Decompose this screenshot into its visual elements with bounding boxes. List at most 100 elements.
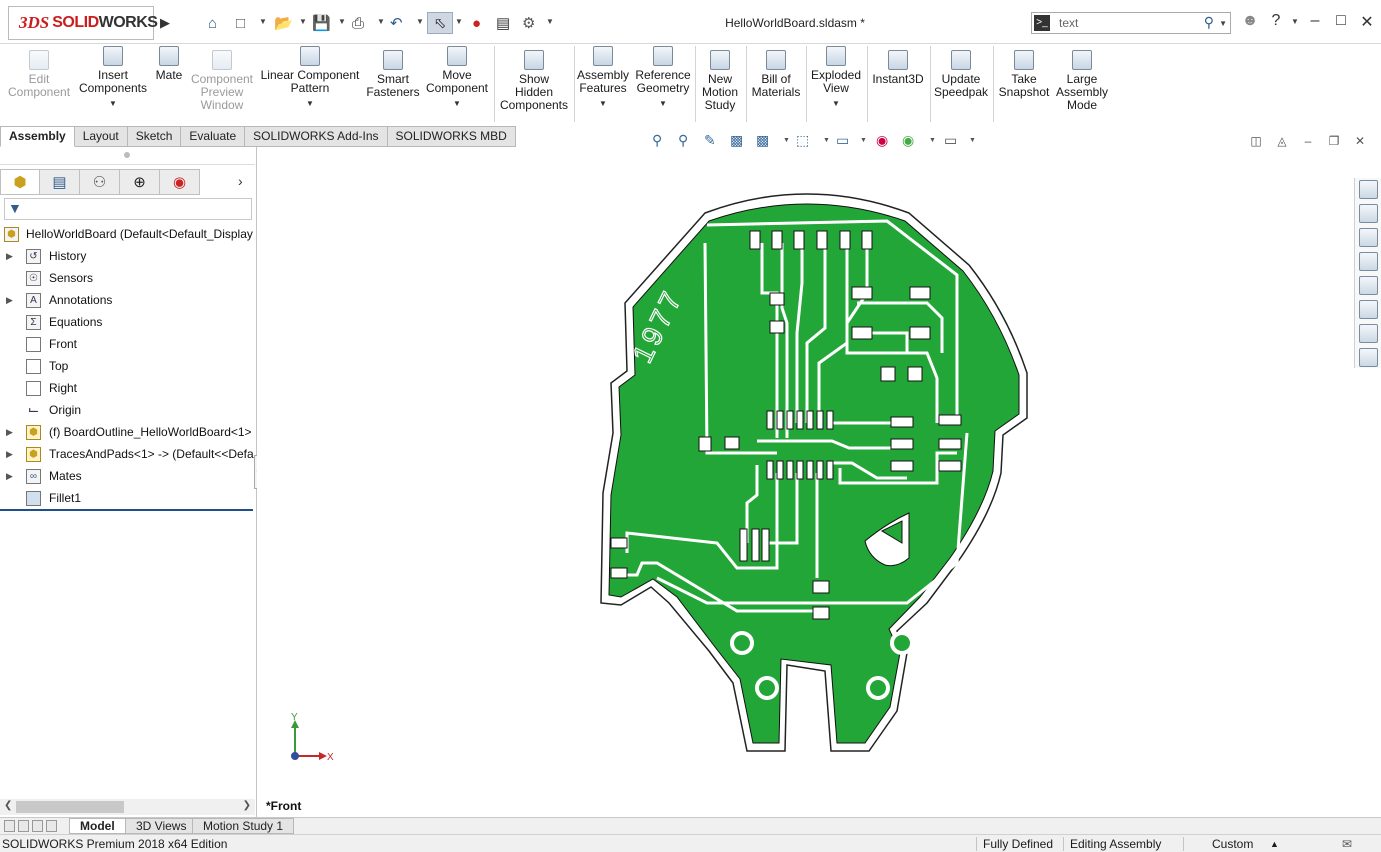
feature-tree-filter[interactable]: ▼ — [4, 198, 252, 220]
display-style-dropdown-icon[interactable]: ▼ — [860, 137, 867, 144]
save-icon[interactable]: 💾 — [312, 15, 331, 32]
view-settings-icon[interactable]: ▭ — [944, 132, 958, 148]
edit-appearance-icon[interactable]: ◉ — [876, 132, 889, 148]
maximize-icon[interactable]: □ — [1336, 12, 1346, 29]
expand-arrow-icon[interactable]: ▶ — [6, 251, 13, 261]
appearances-icon[interactable] — [1359, 276, 1378, 295]
apply-scene-icon[interactable]: ◉ — [902, 132, 915, 148]
view-settings-dropdown-icon[interactable]: ▼ — [969, 137, 976, 144]
expand-arrow-icon[interactable]: ▶ — [6, 471, 13, 481]
large-assembly-mode-button[interactable]: Large Assembly Mode — [1055, 50, 1109, 112]
scene-dropdown-icon[interactable]: ▼ — [929, 137, 936, 144]
instant3d-button[interactable]: Instant3D — [870, 50, 926, 86]
assembly-features-button[interactable]: Assembly Features▼ — [576, 46, 630, 110]
design-library-icon[interactable] — [1359, 204, 1378, 223]
tree-item-front-plane[interactable]: Front — [0, 333, 255, 355]
display-manager-tab[interactable]: ◉ — [160, 169, 200, 195]
reference-geometry-dropdown-icon[interactable]: ▼ — [659, 99, 667, 108]
manager-tabs-scroll-icon[interactable]: › — [238, 173, 243, 189]
tree-item-traces-and-pads[interactable]: ▶ ⬢ TracesAndPads<1> -> (Default<<Defa — [0, 443, 255, 465]
take-snapshot-button[interactable]: Take Snapshot — [997, 50, 1051, 99]
unit-system-dropdown-icon[interactable]: ▲ — [1270, 839, 1279, 849]
tab-motion-study-1[interactable]: Motion Study 1 — [192, 818, 295, 834]
section-view-icon[interactable]: ▩ — [730, 132, 744, 148]
tile-right-icon[interactable]: ◬ — [1277, 134, 1287, 148]
close-icon[interactable]: ✕ — [1360, 14, 1374, 31]
previous-view-icon[interactable]: ✎ — [704, 132, 716, 148]
custom-properties-icon[interactable] — [1359, 300, 1378, 319]
show-hidden-components-button[interactable]: Show Hidden Components — [498, 50, 570, 112]
zoom-to-fit-icon[interactable]: ⚲ — [652, 132, 663, 148]
insert-components-button[interactable]: Insert Components▼ — [78, 46, 148, 110]
tree-item-fillet1[interactable]: Fillet1 — [0, 487, 255, 509]
unit-system-selector[interactable]: Custom — [1212, 837, 1254, 851]
last-tab-icon[interactable] — [46, 820, 57, 832]
feature-manager-tab[interactable]: ⬢ — [0, 169, 40, 195]
insert-components-dropdown-icon[interactable]: ▼ — [109, 99, 117, 108]
tab-3d-views[interactable]: 3D Views — [125, 818, 198, 834]
tree-item-annotations[interactable]: ▶ A Annotations — [0, 289, 255, 311]
scroll-right-icon[interactable]: ❯ — [242, 800, 251, 811]
reference-geometry-button[interactable]: Reference Geometry▼ — [634, 46, 692, 110]
expand-arrow-icon[interactable]: ▶ — [6, 427, 13, 437]
doc-restore-icon[interactable]: ❐ — [1328, 134, 1340, 148]
view-palette-icon[interactable] — [1359, 252, 1378, 271]
search-dropdown-icon[interactable]: ▼ — [1219, 19, 1227, 28]
tree-item-right-plane[interactable]: Right — [0, 377, 255, 399]
user-icon[interactable]: ☻ — [1241, 12, 1259, 29]
options-gear-icon[interactable]: ⚙ — [522, 15, 536, 32]
new-document-icon[interactable]: □ — [236, 14, 246, 32]
expand-menu-icon[interactable]: ▶ — [160, 15, 170, 30]
home-icon[interactable]: ⌂ — [208, 14, 218, 32]
file-properties-icon[interactable]: ▤ — [496, 15, 511, 32]
tree-root-assembly[interactable]: ⬢ HelloWorldBoard (Default<Default_Displ… — [0, 223, 255, 245]
solidworks-forum-icon[interactable] — [1359, 348, 1378, 367]
tree-item-top-plane[interactable]: Top — [0, 355, 255, 377]
print-icon[interactable]: ⎙ — [352, 14, 365, 32]
tab-evaluate[interactable]: Evaluate — [181, 126, 246, 147]
linear-pattern-dropdown-icon[interactable]: ▼ — [306, 99, 314, 108]
tab-solidworks-addins[interactable]: SOLIDWORKS Add-Ins — [245, 126, 388, 147]
mate-button[interactable]: Mate — [153, 46, 185, 82]
display-style-icon[interactable]: ▭ — [836, 132, 850, 148]
file-explorer-icon[interactable] — [1359, 228, 1378, 247]
tab-solidworks-mbd[interactable]: SOLIDWORKS MBD — [387, 126, 516, 147]
move-component-button[interactable]: Move Component▼ — [424, 46, 490, 110]
scrollbar-thumb[interactable] — [16, 801, 124, 813]
edit-component-button[interactable]: Edit Component — [8, 50, 70, 99]
rollback-bar[interactable] — [0, 509, 253, 511]
help-dropdown-icon[interactable]: ▼ — [1291, 17, 1299, 26]
tab-sketch[interactable]: Sketch — [127, 126, 182, 147]
search-icon[interactable]: ⚲ — [1203, 14, 1214, 30]
first-tab-icon[interactable] — [4, 820, 15, 832]
tab-model[interactable]: Model — [69, 818, 126, 834]
scroll-left-icon[interactable]: ❮ — [4, 800, 13, 811]
horizontal-scrollbar[interactable]: ❮ ❯ — [0, 799, 255, 815]
tab-layout[interactable]: Layout — [74, 126, 128, 147]
exploded-view-button[interactable]: Exploded View▼ — [808, 46, 864, 110]
select-icon[interactable]: ⬁ — [427, 12, 453, 34]
undo-dropdown-icon[interactable]: ▼ — [416, 17, 424, 26]
rebuild-icon[interactable]: ● — [472, 14, 482, 32]
select-dropdown-icon[interactable]: ▼ — [455, 17, 463, 26]
assembly-features-dropdown-icon[interactable]: ▼ — [599, 99, 607, 108]
zoom-to-area-icon[interactable]: ⚲ — [678, 132, 689, 148]
dimxpert-manager-tab[interactable]: ⊕ — [120, 169, 160, 195]
component-preview-window-button[interactable]: Component Preview Window — [190, 50, 254, 112]
update-speedpak-button[interactable]: Update Speedpak — [933, 50, 989, 99]
solidworks-logo[interactable]: 3DS SOLIDWORKS — [8, 6, 158, 40]
configuration-manager-tab[interactable]: ⚇ — [80, 169, 120, 195]
tile-left-icon[interactable]: ◫ — [1250, 134, 1262, 148]
help-icon[interactable]: ? — [1271, 12, 1281, 29]
expand-arrow-icon[interactable]: ▶ — [6, 449, 13, 459]
new-dropdown-icon[interactable]: ▼ — [259, 17, 267, 26]
property-manager-tab[interactable]: ▤ — [40, 169, 80, 195]
exploded-view-dropdown-icon[interactable]: ▼ — [832, 99, 840, 108]
options-dropdown-icon[interactable]: ▼ — [546, 17, 554, 26]
previous-tab-icon[interactable] — [18, 820, 29, 832]
pcb-board-model[interactable]: 1977 — [597, 183, 1029, 755]
bill-of-materials-button[interactable]: Bill of Materials — [749, 50, 803, 99]
tooltip-icon[interactable]: ✉ — [1342, 837, 1353, 851]
view-orientation-icon[interactable]: ⬚ — [796, 132, 810, 148]
minimize-icon[interactable]: – — [1310, 12, 1320, 29]
